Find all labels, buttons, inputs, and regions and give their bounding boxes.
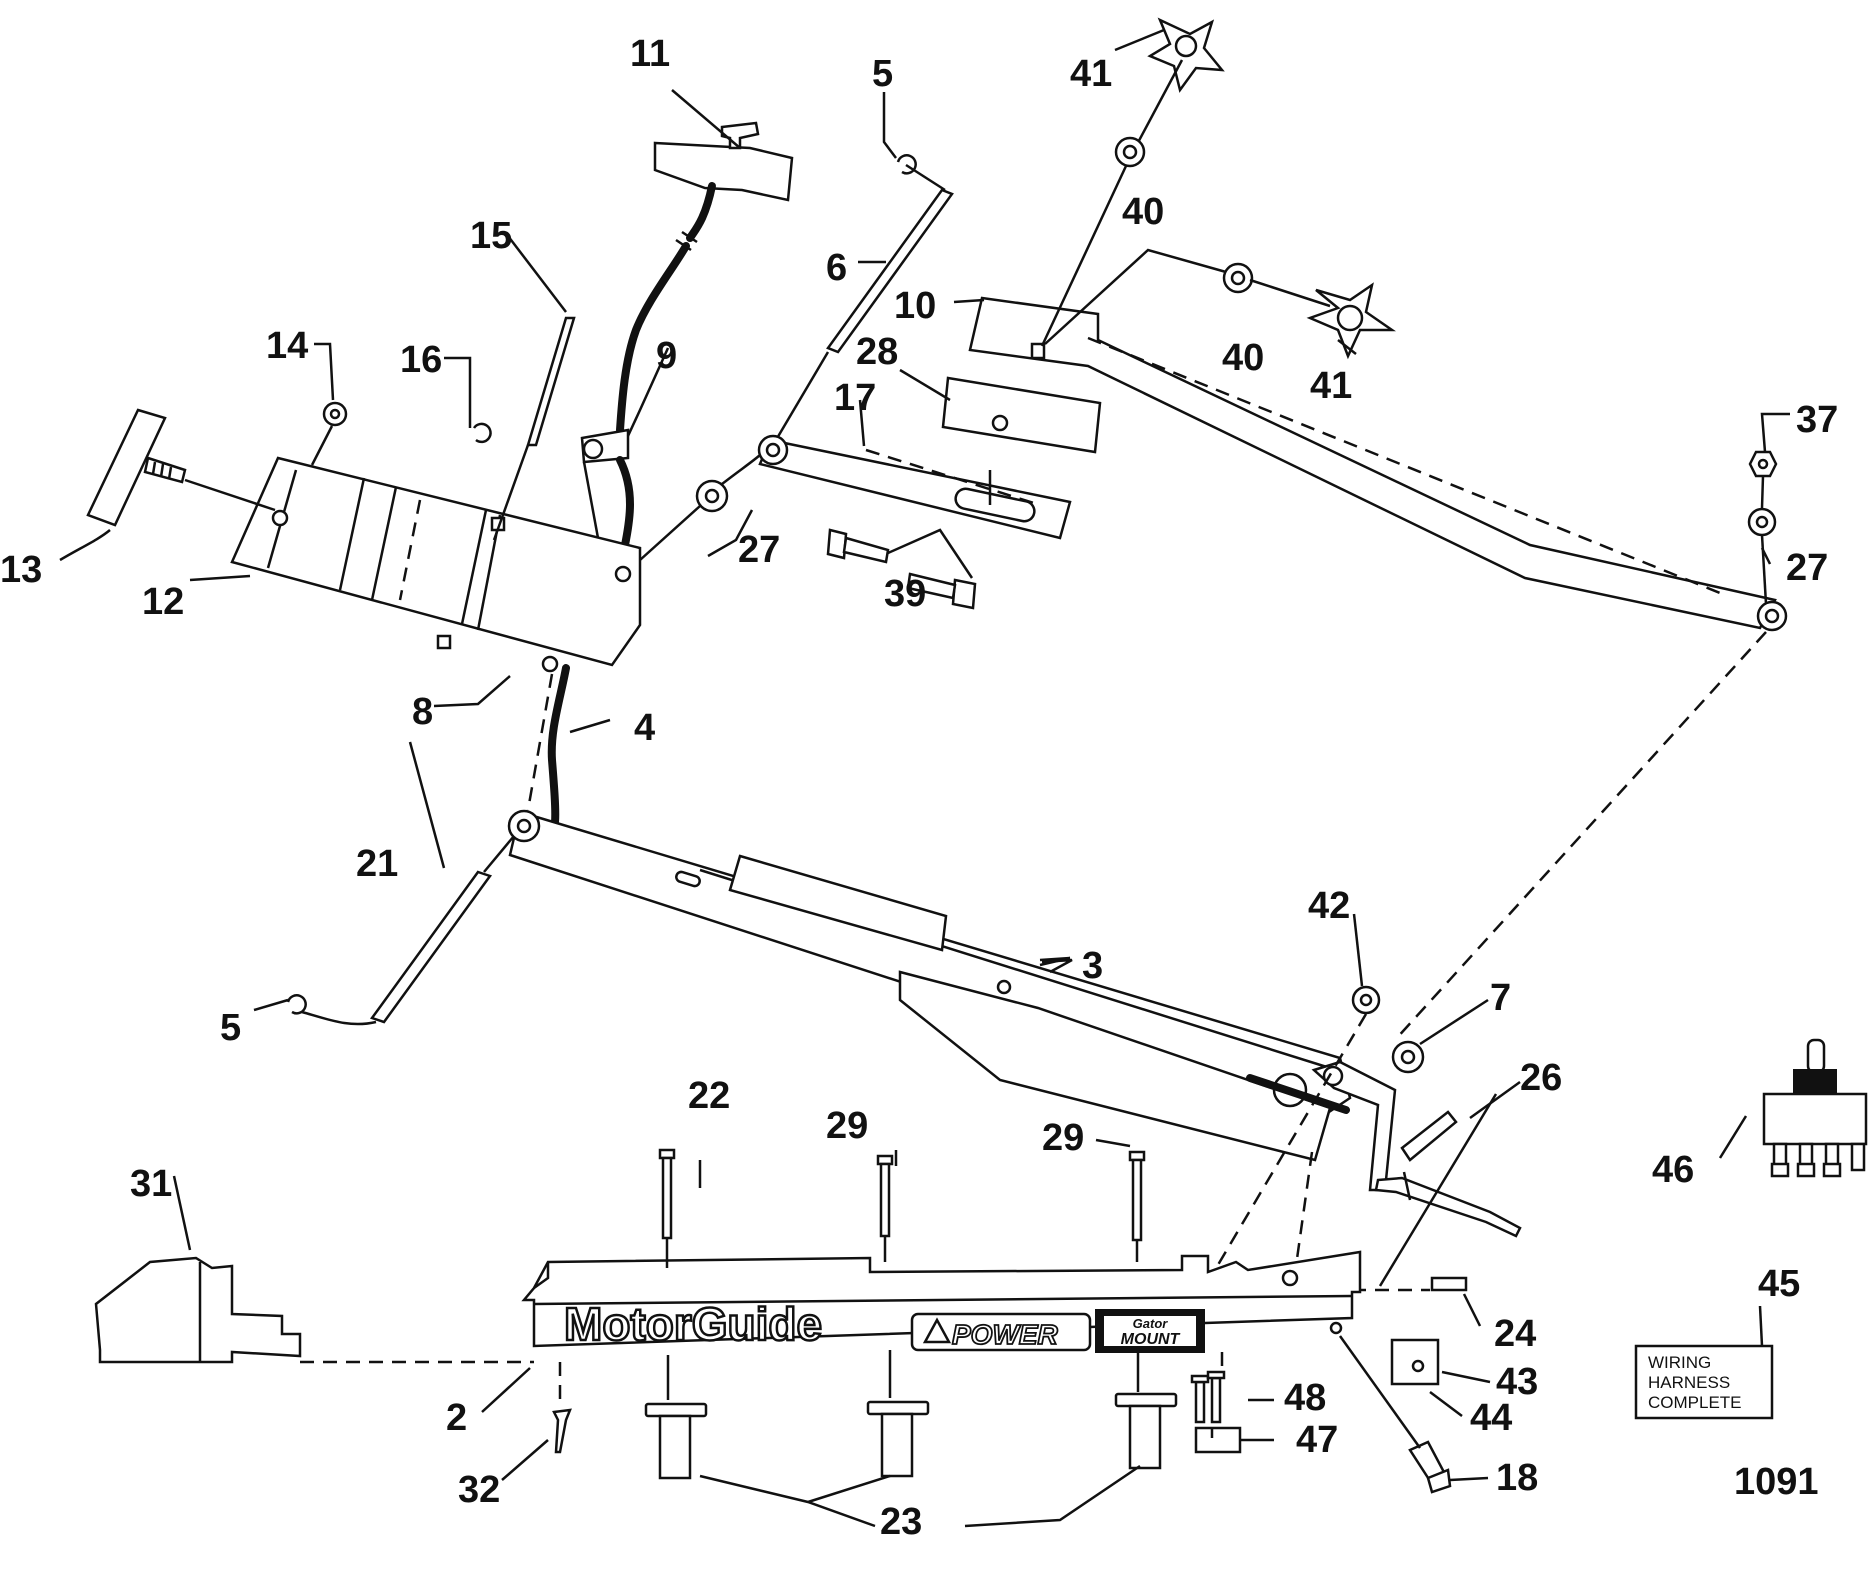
part-16-clip: [472, 422, 492, 444]
part-28-plate: [941, 376, 1102, 505]
callout-28: 28: [856, 331, 898, 373]
callout-4: 4: [634, 707, 655, 749]
part-10-long-bar: [968, 296, 1788, 632]
callout-42: 42: [1308, 885, 1350, 927]
power-badge-text: POWER: [952, 1319, 1059, 1350]
wiring-label-line3: COMPLETE: [1648, 1393, 1742, 1412]
part-18-screw: [1338, 1335, 1452, 1494]
alignment-line-4: [1294, 1151, 1314, 1267]
part-31-end-cap: [94, 1256, 302, 1364]
callout-2: 2: [446, 1397, 467, 1439]
callout-6: 6: [826, 247, 847, 289]
callout-21: 21: [356, 843, 398, 885]
callout-40-top: 40: [1122, 191, 1164, 233]
callout-7: 7: [1490, 977, 1511, 1019]
part-46-toggle-switch: [1762, 1038, 1868, 1178]
part-29-screw-b: [1128, 1150, 1146, 1262]
callout-29-b: 29: [1042, 1117, 1084, 1159]
part-14-washer: [310, 401, 348, 466]
callout-labels: 11 5 41 40 15 6 10 40 41 14 16 9 28 17 3…: [0, 33, 1838, 1543]
callout-44: 44: [1470, 1397, 1512, 1439]
power-badge: POWER: [910, 1312, 1092, 1352]
part-43-plate: [1390, 1338, 1440, 1386]
part-26-probe: [1374, 1093, 1522, 1287]
callout-9: 9: [656, 335, 677, 377]
callout-45: 45: [1758, 1263, 1800, 1305]
callout-47: 47: [1296, 1419, 1338, 1461]
part-13-t-knob: [86, 408, 276, 527]
callout-43: 43: [1496, 1361, 1538, 1403]
callout-27-left: 27: [738, 529, 780, 571]
callout-22: 22: [688, 1075, 730, 1117]
part-32-screw: [552, 1362, 572, 1454]
callout-15: 15: [470, 215, 512, 257]
callout-27-right: 27: [1786, 547, 1828, 589]
callout-32: 32: [458, 1469, 500, 1511]
callout-23: 23: [880, 1501, 922, 1543]
part-3-lower-arm: [507, 809, 1397, 1192]
part-27-washer-left: [639, 454, 761, 561]
brand-logo: MotorGuide: [564, 1298, 822, 1350]
part-6-rod: [774, 154, 954, 441]
callout-13: 13: [0, 549, 42, 591]
part-21-rod: [286, 835, 515, 1026]
part-11-handle: [616, 121, 794, 434]
callout-5-top: 5: [872, 53, 893, 95]
mount-badge: Gator MOUNT: [1095, 1309, 1205, 1353]
wiring-label-line1: WIRING: [1648, 1353, 1711, 1372]
part-4-cable: [547, 664, 570, 826]
part-15-pin: [492, 316, 576, 541]
part-48-screws: [1190, 1352, 1226, 1424]
callout-8: 8: [412, 691, 433, 733]
part-24-pin: [1430, 1276, 1468, 1292]
part-42-washer: [1351, 985, 1381, 1015]
part-39-bolts: [826, 528, 977, 610]
alignment-line-1: [526, 673, 554, 811]
callout-17: 17: [834, 377, 876, 419]
callout-11: 11: [630, 33, 670, 75]
part-37-nut: [1748, 450, 1778, 509]
part-45-wiring-label: WIRING HARNESS COMPLETE: [1634, 1344, 1774, 1420]
part-47-block: [1194, 1426, 1242, 1454]
leader-lines: [59, 28, 1790, 1528]
part-7-washer: [1391, 1040, 1425, 1074]
callout-10: 10: [894, 285, 936, 327]
callout-5-bottom: 5: [220, 1007, 241, 1049]
callout-40-right: 40: [1222, 337, 1264, 379]
part-17-link-arm: [757, 434, 1072, 540]
part-41-knob-right: [1306, 282, 1397, 360]
part-29-screw-a: [876, 1154, 894, 1262]
mount-badge-line1: Gator: [1133, 1316, 1169, 1331]
callout-41-right: 41: [1310, 365, 1352, 407]
callout-37: 37: [1796, 399, 1838, 441]
alignment-line-2: [1394, 631, 1767, 1041]
callout-26: 26: [1520, 1057, 1562, 1099]
wiring-label-line2: HARNESS: [1648, 1373, 1730, 1392]
callout-46: 46: [1652, 1149, 1694, 1191]
figure-number: 1091: [1734, 1461, 1819, 1503]
part-41-knob-top: [1132, 17, 1225, 151]
callout-48: 48: [1284, 1377, 1326, 1419]
callout-41-top: 41: [1070, 53, 1112, 95]
callout-18: 18: [1496, 1457, 1538, 1499]
callout-31: 31: [130, 1163, 172, 1205]
callout-29-a: 29: [826, 1105, 868, 1147]
part-40-washer-top: [1040, 136, 1146, 347]
callout-14: 14: [266, 325, 308, 367]
part-22-screw: [658, 1148, 676, 1268]
callout-3: 3: [1082, 945, 1103, 987]
callout-39: 39: [884, 573, 926, 615]
callout-16: 16: [400, 339, 442, 381]
mount-badge-line2: MOUNT: [1121, 1331, 1181, 1348]
part-23-feet: [644, 1348, 1178, 1480]
callout-24: 24: [1494, 1313, 1536, 1355]
part-40-washer-right: [1044, 248, 1331, 345]
callout-12: 12: [142, 581, 184, 623]
alignment-line-3: [1213, 1013, 1368, 1271]
part-12-bracket: [230, 456, 642, 673]
part-27-washer-right: [1747, 507, 1777, 605]
